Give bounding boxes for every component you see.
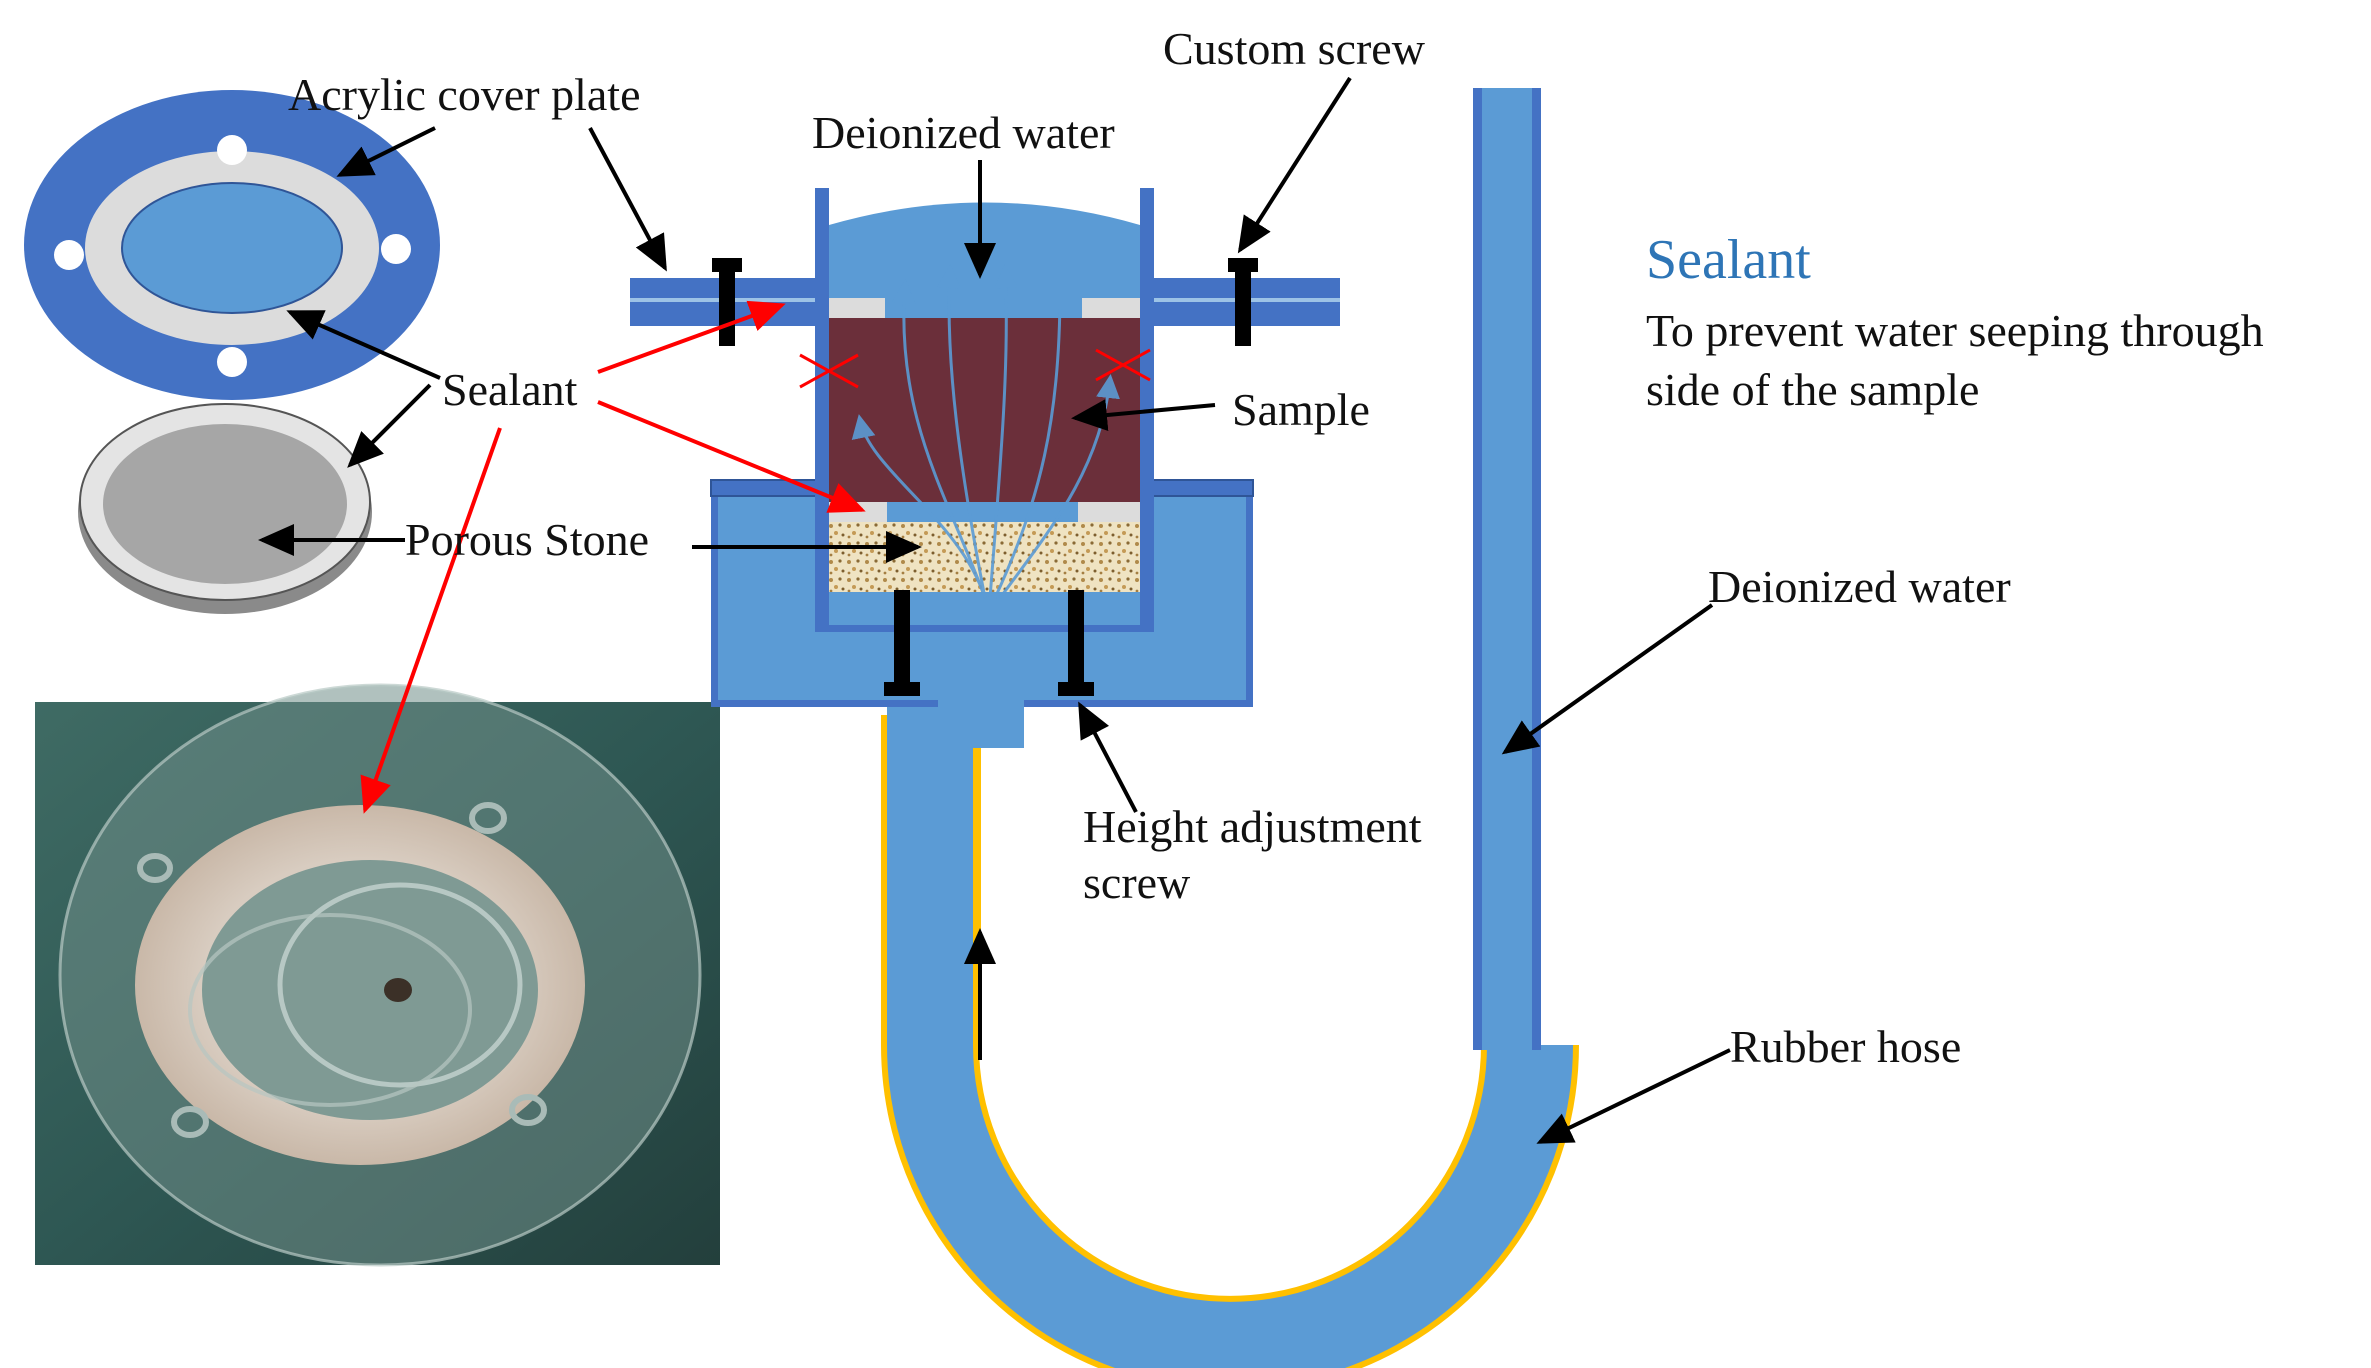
label-height-adjustment-screw: screw [1083, 857, 1191, 908]
label-deionized-water-right: Deionized water [1708, 561, 2011, 612]
bolt-hole-right [381, 234, 411, 264]
label-height-adjustment: Height adjustment [1083, 801, 1422, 852]
sealant-note-line1: To prevent water seeping through [1646, 305, 2264, 356]
pointer-arrows [258, 76, 1731, 1144]
bolt-hole-bottom [217, 347, 247, 377]
acrylic-cover-plate [24, 90, 440, 400]
sealant-note-title: Sealant [1646, 229, 1811, 291]
label-custom-screw: Custom screw [1163, 23, 1426, 74]
custom-screw-left [719, 268, 735, 346]
label-porous-stone: Porous Stone [405, 514, 649, 565]
height-screw-right [1068, 590, 1084, 685]
u-tube [881, 88, 1579, 1368]
custom-screw-right [1235, 268, 1251, 346]
right-water-column [1482, 88, 1532, 1050]
label-sealant: Sealant [442, 364, 578, 415]
bolt-hole-left [54, 240, 84, 270]
sealant-note-line2: side of the sample [1646, 364, 1979, 415]
sealant-top-right [1082, 298, 1140, 318]
sealant-pointer-arrows [360, 300, 866, 814]
sealant-top-left [829, 298, 885, 318]
sealant-bottom-left [829, 502, 887, 522]
soil-sample [829, 318, 1140, 502]
height-screw-left [894, 590, 910, 685]
sealant-bottom-right [1078, 502, 1140, 522]
porous-stone-block [829, 522, 1140, 592]
flow-lines [851, 264, 1120, 599]
porous-stone-disc [78, 403, 372, 614]
label-rubber-hose: Rubber hose [1730, 1021, 1961, 1072]
sealant-photo [35, 683, 720, 1267]
label-acrylic-cover-plate: Acrylic cover plate [288, 69, 640, 120]
label-deionized-water-top: Deionized water [812, 107, 1115, 158]
label-sample: Sample [1232, 384, 1370, 435]
permeameter-cell [630, 188, 1340, 1060]
bolt-hole-top [217, 135, 247, 165]
